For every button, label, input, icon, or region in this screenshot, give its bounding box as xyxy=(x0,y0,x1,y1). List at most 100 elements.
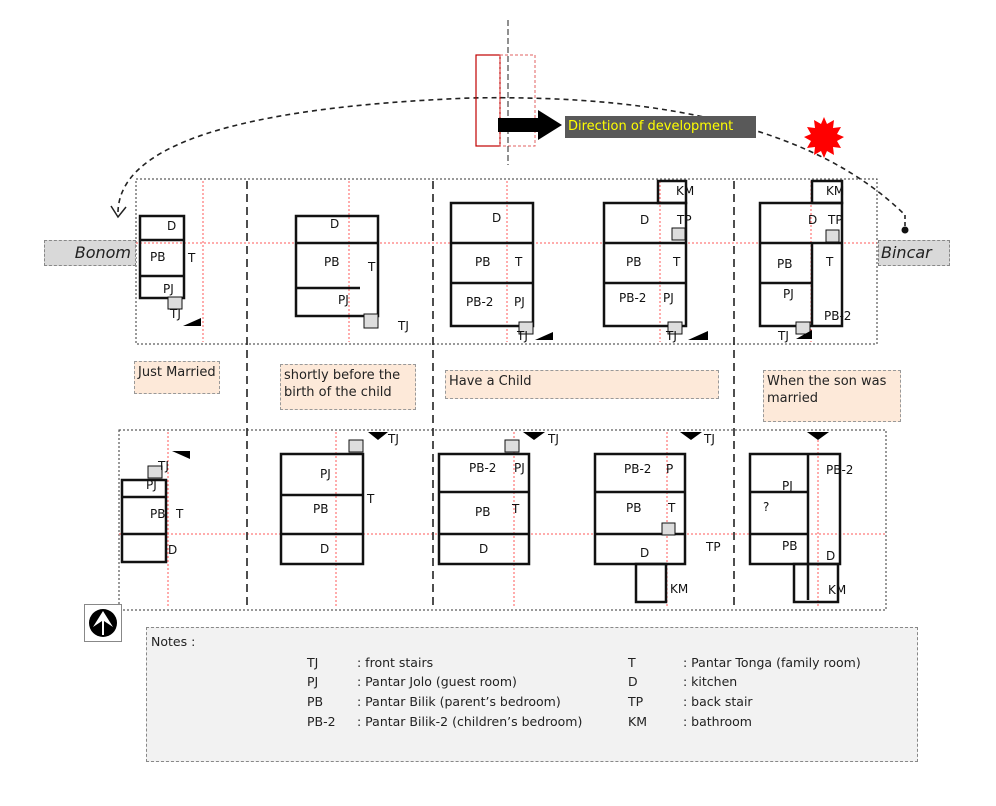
room-label: PB xyxy=(626,501,641,515)
legend-desc: : kitchen xyxy=(683,674,738,689)
room-label: TJ xyxy=(157,459,169,473)
room-label: PJ xyxy=(163,282,174,296)
side-label-bincar: Bincar xyxy=(878,240,950,266)
room-label: T xyxy=(367,260,376,274)
room-label: T xyxy=(514,255,523,269)
legend-desc: : bathroom xyxy=(683,714,752,729)
room-label: PJ xyxy=(146,478,157,492)
room-label: D xyxy=(168,543,177,557)
room-label: D xyxy=(330,217,339,231)
room-label: TP xyxy=(827,213,843,227)
arc-end-dot xyxy=(901,226,909,234)
legend-item: PJ xyxy=(307,674,318,689)
room-label: PB xyxy=(777,257,792,271)
room-label: TP xyxy=(676,213,692,227)
bottom-plan-3 xyxy=(437,439,531,566)
room-label: TJ xyxy=(547,432,559,446)
room-label: D xyxy=(640,546,649,560)
top-plan-2 xyxy=(294,214,380,329)
top-plan-4 xyxy=(602,179,688,335)
room-label: TJ xyxy=(387,432,399,446)
room-label: T xyxy=(667,501,676,515)
room-label: KM xyxy=(826,184,844,198)
arc-arrowhead xyxy=(110,205,127,219)
legend-code: TJ xyxy=(307,655,319,670)
legend-desc: : back stair xyxy=(683,694,753,709)
legend-desc: : Pantar Bilik (parent’s bedroom) xyxy=(357,694,561,709)
room-label: PB xyxy=(475,255,490,269)
house-symbol xyxy=(475,20,536,165)
notes-title: Notes : xyxy=(151,634,196,649)
bottom-plan-4 xyxy=(593,452,687,604)
stage-label-have-child: Have a Child xyxy=(445,370,719,399)
room-label: ? xyxy=(763,500,769,514)
room-label: PB-2 xyxy=(619,291,646,305)
room-label: T xyxy=(187,251,196,265)
room-labels: D PB T PJ TJ D PB T PJ TJ D PB T PB-2 PJ… xyxy=(146,184,853,597)
room-label: KM xyxy=(676,184,694,198)
north-arrow-icon xyxy=(84,604,122,642)
legend-item: PB xyxy=(307,694,323,709)
direction-arrow xyxy=(498,110,562,140)
room-label: PJ xyxy=(783,287,794,301)
sun-icon xyxy=(804,117,844,158)
bottom-plan-1 xyxy=(120,465,168,564)
legend-code: KM xyxy=(628,714,647,729)
room-label: PB xyxy=(313,502,328,516)
legend-code: PB xyxy=(307,694,324,709)
room-label: PB xyxy=(150,250,165,264)
room-label: PJ xyxy=(663,291,674,305)
room-label: PB xyxy=(150,507,165,521)
legend-item: PB-2 xyxy=(307,714,336,729)
room-label: D xyxy=(492,211,501,225)
room-label: PB xyxy=(782,539,797,553)
room-label: KM xyxy=(828,583,846,597)
legend-code: PB-2 xyxy=(307,714,336,729)
legend-code: TP xyxy=(628,694,644,709)
stage-dividers xyxy=(246,181,735,610)
room-label: TJ xyxy=(703,432,715,446)
room-label: PJ xyxy=(782,479,793,493)
side-label-bonom: Bonom xyxy=(44,240,136,266)
room-label: D xyxy=(640,213,649,227)
room-label: TJ xyxy=(516,329,528,343)
room-label: TJ xyxy=(777,329,789,343)
room-label: PJ xyxy=(338,293,349,307)
legend-item: TP xyxy=(628,694,643,709)
room-label: D xyxy=(320,542,329,556)
room-label: TJ xyxy=(169,307,181,321)
bottom-plan-2 xyxy=(279,439,365,566)
legend-code: D xyxy=(628,674,638,689)
room-label: D xyxy=(479,542,488,556)
development-arc xyxy=(117,96,906,216)
legend-desc: : Pantar Jolo (guest room) xyxy=(357,674,517,689)
bottom-row-frame xyxy=(118,429,887,611)
room-label: PB-2 xyxy=(469,461,496,475)
legend-desc: : Pantar Bilik-2 (children’s bedroom) xyxy=(357,714,583,729)
top-plan-5 xyxy=(758,179,844,335)
legend-code: T xyxy=(628,655,636,670)
room-label: PB xyxy=(475,505,490,519)
room-label: T xyxy=(366,492,375,506)
room-label: D xyxy=(167,219,176,233)
room-label: PB-2 xyxy=(826,463,853,477)
bottom-plan-5 xyxy=(748,452,842,604)
legend-desc: : Pantar Tonga (family room) xyxy=(683,655,861,670)
room-label: PB xyxy=(324,255,339,269)
room-label: T xyxy=(175,507,184,521)
stage-label-just-married: Just Married xyxy=(134,361,220,394)
legend-desc: : front stairs xyxy=(357,655,434,670)
room-label: T xyxy=(672,255,681,269)
room-label: PB-2 xyxy=(824,309,851,323)
room-label: TJ xyxy=(665,329,677,343)
notes-legend: Notes : TJ : front stairs PJ : Pantar Jo… xyxy=(146,627,918,762)
legend-item: T xyxy=(628,655,636,670)
top-plan-1 xyxy=(138,214,186,310)
room-label: TJ xyxy=(397,319,409,333)
direction-of-development-label: Direction of development xyxy=(565,116,756,138)
stage-label-before-birth: shortly before the birth of the child xyxy=(280,364,416,410)
room-label: TP xyxy=(705,540,721,554)
legend-item: D xyxy=(628,674,638,689)
top-row-frame xyxy=(135,178,878,345)
room-label: PB-2 xyxy=(466,295,493,309)
